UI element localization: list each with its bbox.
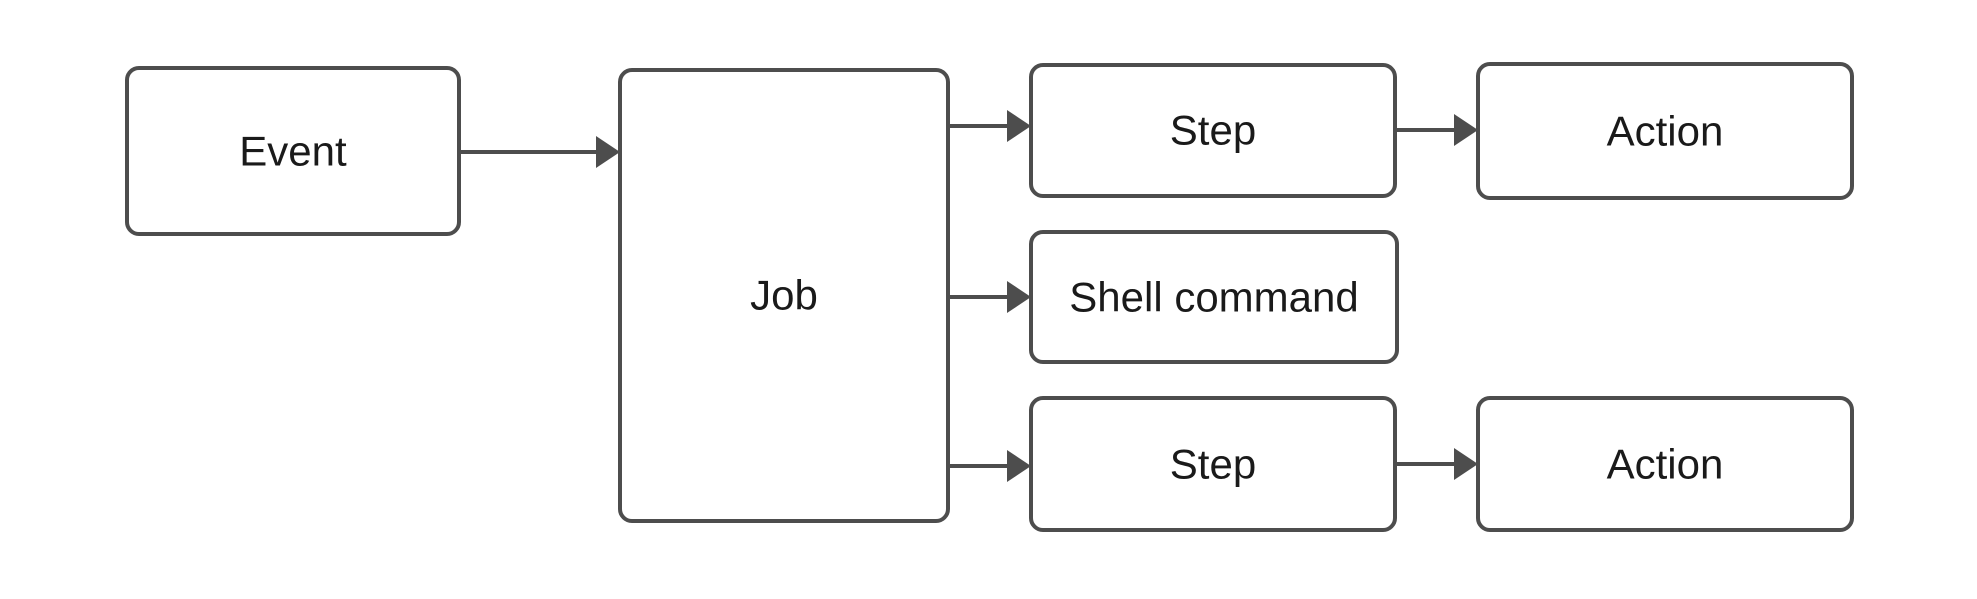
node-label: Action [1607, 108, 1724, 155]
node-box[interactable] [1476, 62, 1854, 200]
node-action-bottom[interactable]: Action [1476, 396, 1854, 532]
node-label: Step [1170, 441, 1256, 488]
node-event[interactable]: Event [125, 66, 461, 236]
node-box[interactable] [618, 68, 950, 523]
node-label: Job [750, 272, 818, 319]
node-step-bottom[interactable]: Step [1029, 396, 1397, 532]
arrowhead-icon [1007, 450, 1031, 482]
node-action-top[interactable]: Action [1476, 62, 1854, 200]
edge-step-top-to-action-top [1397, 114, 1478, 146]
arrowhead-icon [1007, 110, 1031, 142]
node-label: Event [239, 128, 347, 175]
edge-event-to-job [461, 136, 620, 168]
node-box[interactable] [1476, 396, 1854, 532]
arrowhead-icon [596, 136, 620, 168]
node-job[interactable]: Job [618, 68, 950, 523]
node-step-top[interactable]: Step [1029, 63, 1397, 198]
arrowhead-icon [1454, 114, 1478, 146]
node-box[interactable] [125, 66, 461, 236]
edge-job-to-shell-command [950, 281, 1031, 313]
edge-step-bottom-to-action-bottom [1397, 448, 1478, 480]
edge-job-to-step-bottom [950, 450, 1031, 482]
arrowhead-icon [1007, 281, 1031, 313]
node-box[interactable] [1029, 63, 1397, 198]
edge-job-to-step-top [950, 110, 1031, 142]
node-label: Shell command [1069, 274, 1358, 321]
arrowhead-icon [1454, 448, 1478, 480]
node-label: Step [1170, 107, 1256, 154]
node-shell-command[interactable]: Shell command [1029, 230, 1399, 364]
node-box[interactable] [1029, 230, 1399, 364]
node-label: Action [1607, 441, 1724, 488]
node-box[interactable] [1029, 396, 1397, 532]
